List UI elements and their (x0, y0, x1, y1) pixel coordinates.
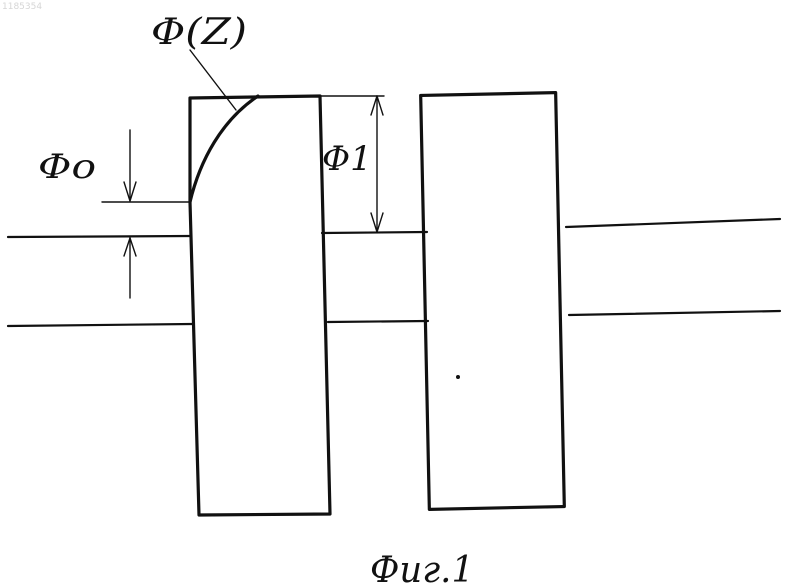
phi-1-dimension: Φ1 (320, 96, 384, 232)
left-waveguide-top-edge (8, 236, 190, 237)
middle-waveguide-top-edge (322, 232, 427, 233)
left-waveguide-bottom-edge (8, 324, 192, 326)
left-waveguide (8, 236, 192, 326)
phi-z-leader-line (190, 50, 236, 110)
second-block (421, 93, 565, 510)
right-waveguide-bottom-edge (569, 311, 780, 315)
scan-watermark: 1185354 (2, 2, 42, 12)
profile-curve-phi-z (190, 96, 258, 202)
first-block (190, 96, 330, 515)
phi-0-dimension: Φo (38, 130, 190, 298)
ink-dot (456, 375, 460, 379)
phi-z-label: Φ(Z) (151, 12, 247, 53)
right-waveguide (566, 219, 780, 315)
right-waveguide-top-edge (566, 219, 780, 227)
phi-0-label: Φo (38, 147, 96, 187)
phi-1-label: Φ1 (322, 139, 372, 179)
figure-caption: Фиг.1 (370, 550, 474, 588)
phi-z-callout: Φ(Z) (151, 12, 247, 110)
middle-waveguide-bottom-edge (328, 321, 428, 322)
middle-waveguide (322, 232, 428, 322)
first-block-outline (190, 96, 330, 515)
